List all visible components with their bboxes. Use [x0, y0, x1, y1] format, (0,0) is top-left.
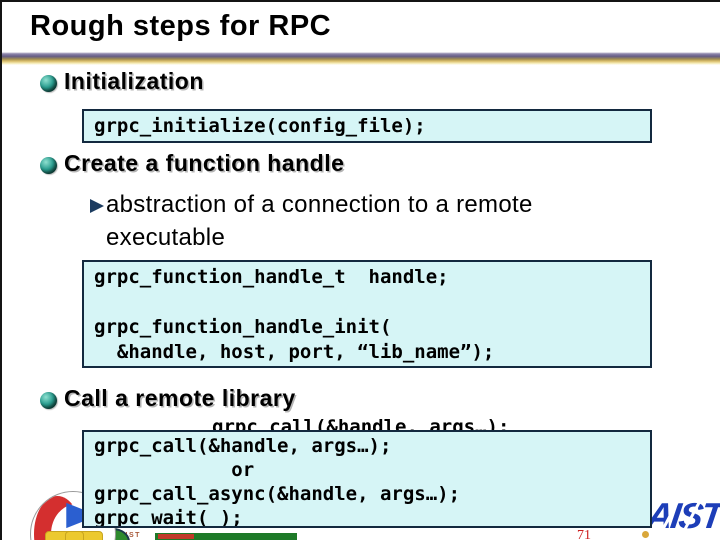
bullet-create-handle: Create a function handle	[64, 150, 345, 176]
sub-bullet-arrow-icon	[90, 199, 104, 213]
page-number: 71	[577, 528, 591, 540]
code-box-initialize: grpc_initialize(config_file);	[82, 109, 652, 143]
bullet-sphere-icon	[40, 392, 57, 409]
bullet-sphere-icon	[40, 75, 57, 92]
green-banner	[155, 533, 297, 540]
aist-logo: AIST	[644, 494, 720, 540]
gtrc-logo-yellow-stem	[64, 531, 85, 540]
title-divider-rule	[2, 52, 720, 65]
slide-title: Rough steps for RPC	[30, 10, 332, 42]
green-banner-red-label	[158, 534, 194, 539]
gtrc-caption-abbr: AIST	[119, 532, 141, 539]
code-box-function-handle: grpc_function_handle_t handle; grpc_func…	[82, 260, 652, 368]
yellow-dot-icon	[642, 531, 649, 538]
bullet-call-library: Call a remote library	[64, 385, 296, 411]
sub-bullet-text: abstraction of a connection to a remote …	[106, 191, 533, 251]
bullet-initialization: Initialization	[64, 68, 204, 94]
code-box-call: grpc_call(&handle, args…); or grpc_call_…	[82, 430, 652, 528]
bullet-sphere-icon	[40, 157, 57, 174]
